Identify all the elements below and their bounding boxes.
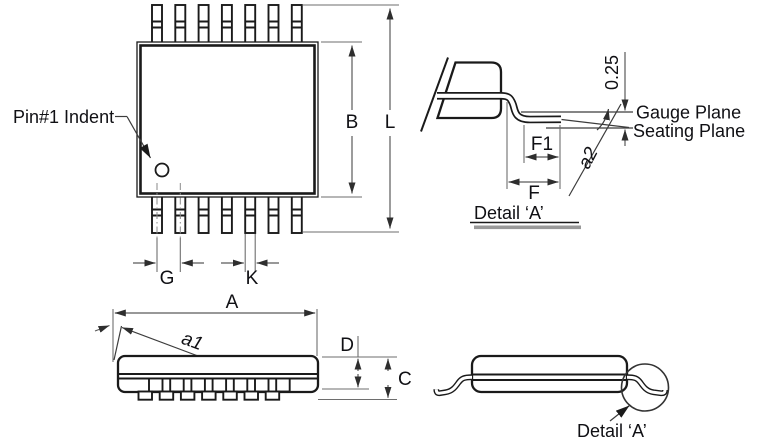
lead-foot <box>179 390 196 401</box>
pin <box>290 4 303 44</box>
detail-body <box>435 61 503 120</box>
dimension-a2: a2 <box>568 103 622 197</box>
profile-left-lead <box>433 374 473 397</box>
top-view: Pin#1 Indent B L G <box>13 4 399 289</box>
package-body-inner <box>139 44 316 195</box>
lead <box>169 377 185 393</box>
dim-label-K: K <box>246 268 259 289</box>
lead <box>211 377 228 393</box>
seating-plane-label: Seating Plane <box>633 121 745 141</box>
lead-detail-view: a2 0.25 F1 F Gauge Plane Seating Plane D <box>420 52 745 230</box>
detail-callout-arrow <box>609 405 630 422</box>
gauge-plane-label: Gauge Plane <box>636 103 741 123</box>
dim-label-L: L <box>385 112 396 133</box>
dimension-D: D <box>322 335 397 390</box>
detail-callout-circle <box>620 363 670 412</box>
lead <box>148 377 164 393</box>
pin <box>267 4 280 44</box>
dim-label-F: F <box>528 183 540 204</box>
dimension-0.25: 0.25 <box>602 52 629 146</box>
lead-foot <box>243 390 259 401</box>
detail-lead <box>437 92 562 124</box>
lead-foot <box>137 390 153 401</box>
dim-label-G: G <box>160 268 175 289</box>
pin <box>244 4 257 44</box>
dim-label-a1: a1 <box>179 328 206 355</box>
pin <box>197 4 210 44</box>
dim-label-D: D <box>340 335 354 356</box>
pin1-indent-circle <box>154 162 170 178</box>
bottom-pins <box>151 195 303 234</box>
foot-extension-line <box>561 118 630 129</box>
dimension-L: L <box>303 4 399 233</box>
detail-a-title-text: Detail ‘A’ <box>474 203 544 223</box>
title-underline-bar <box>474 225 581 230</box>
lead <box>275 377 291 393</box>
side-leads <box>148 377 291 393</box>
pin <box>151 4 163 44</box>
detail-callout-label: Detail ‘A’ <box>577 421 647 441</box>
dim-label-A: A <box>226 292 239 313</box>
profile-right-lead <box>626 374 668 397</box>
lead-foot <box>222 390 238 401</box>
side-view: A a1 <box>94 292 412 401</box>
detail-body-edge-line <box>420 57 449 132</box>
top-pins <box>151 4 303 44</box>
dimension-A: A <box>112 292 318 362</box>
lead <box>232 377 249 393</box>
lead <box>254 377 270 393</box>
dimension-K: K <box>221 234 279 289</box>
pin1-indent-label: Pin#1 Indent <box>13 107 114 127</box>
pin-centerlines <box>156 183 181 238</box>
pin-shoulder-lines <box>152 20 302 29</box>
side-lead-feet <box>137 390 281 401</box>
pin <box>174 4 187 44</box>
profile-view: Detail ‘A’ <box>433 354 670 441</box>
pin <box>220 4 233 44</box>
package-body-outer <box>136 41 319 198</box>
dim-label-F1: F1 <box>531 134 553 155</box>
lead-foot <box>158 390 175 401</box>
lead-foot <box>264 390 281 401</box>
dimension-F: F <box>506 102 559 204</box>
dim-label-B: B <box>346 112 359 133</box>
dimension-G: G <box>133 238 204 289</box>
lead-foot <box>201 390 217 401</box>
lead <box>190 377 206 393</box>
dim-label-a2: a2 <box>574 144 603 173</box>
lead-frame-lines <box>473 373 626 381</box>
dimension-C: C <box>318 358 412 401</box>
detail-a-title: Detail ‘A’ <box>470 203 581 230</box>
dim-label-0.25: 0.25 <box>602 55 622 90</box>
dim-label-C: C <box>398 369 412 390</box>
dimension-F1: F1 <box>523 125 561 189</box>
pin1-leader-arrow <box>115 115 152 159</box>
dimension-B: B <box>321 41 362 198</box>
